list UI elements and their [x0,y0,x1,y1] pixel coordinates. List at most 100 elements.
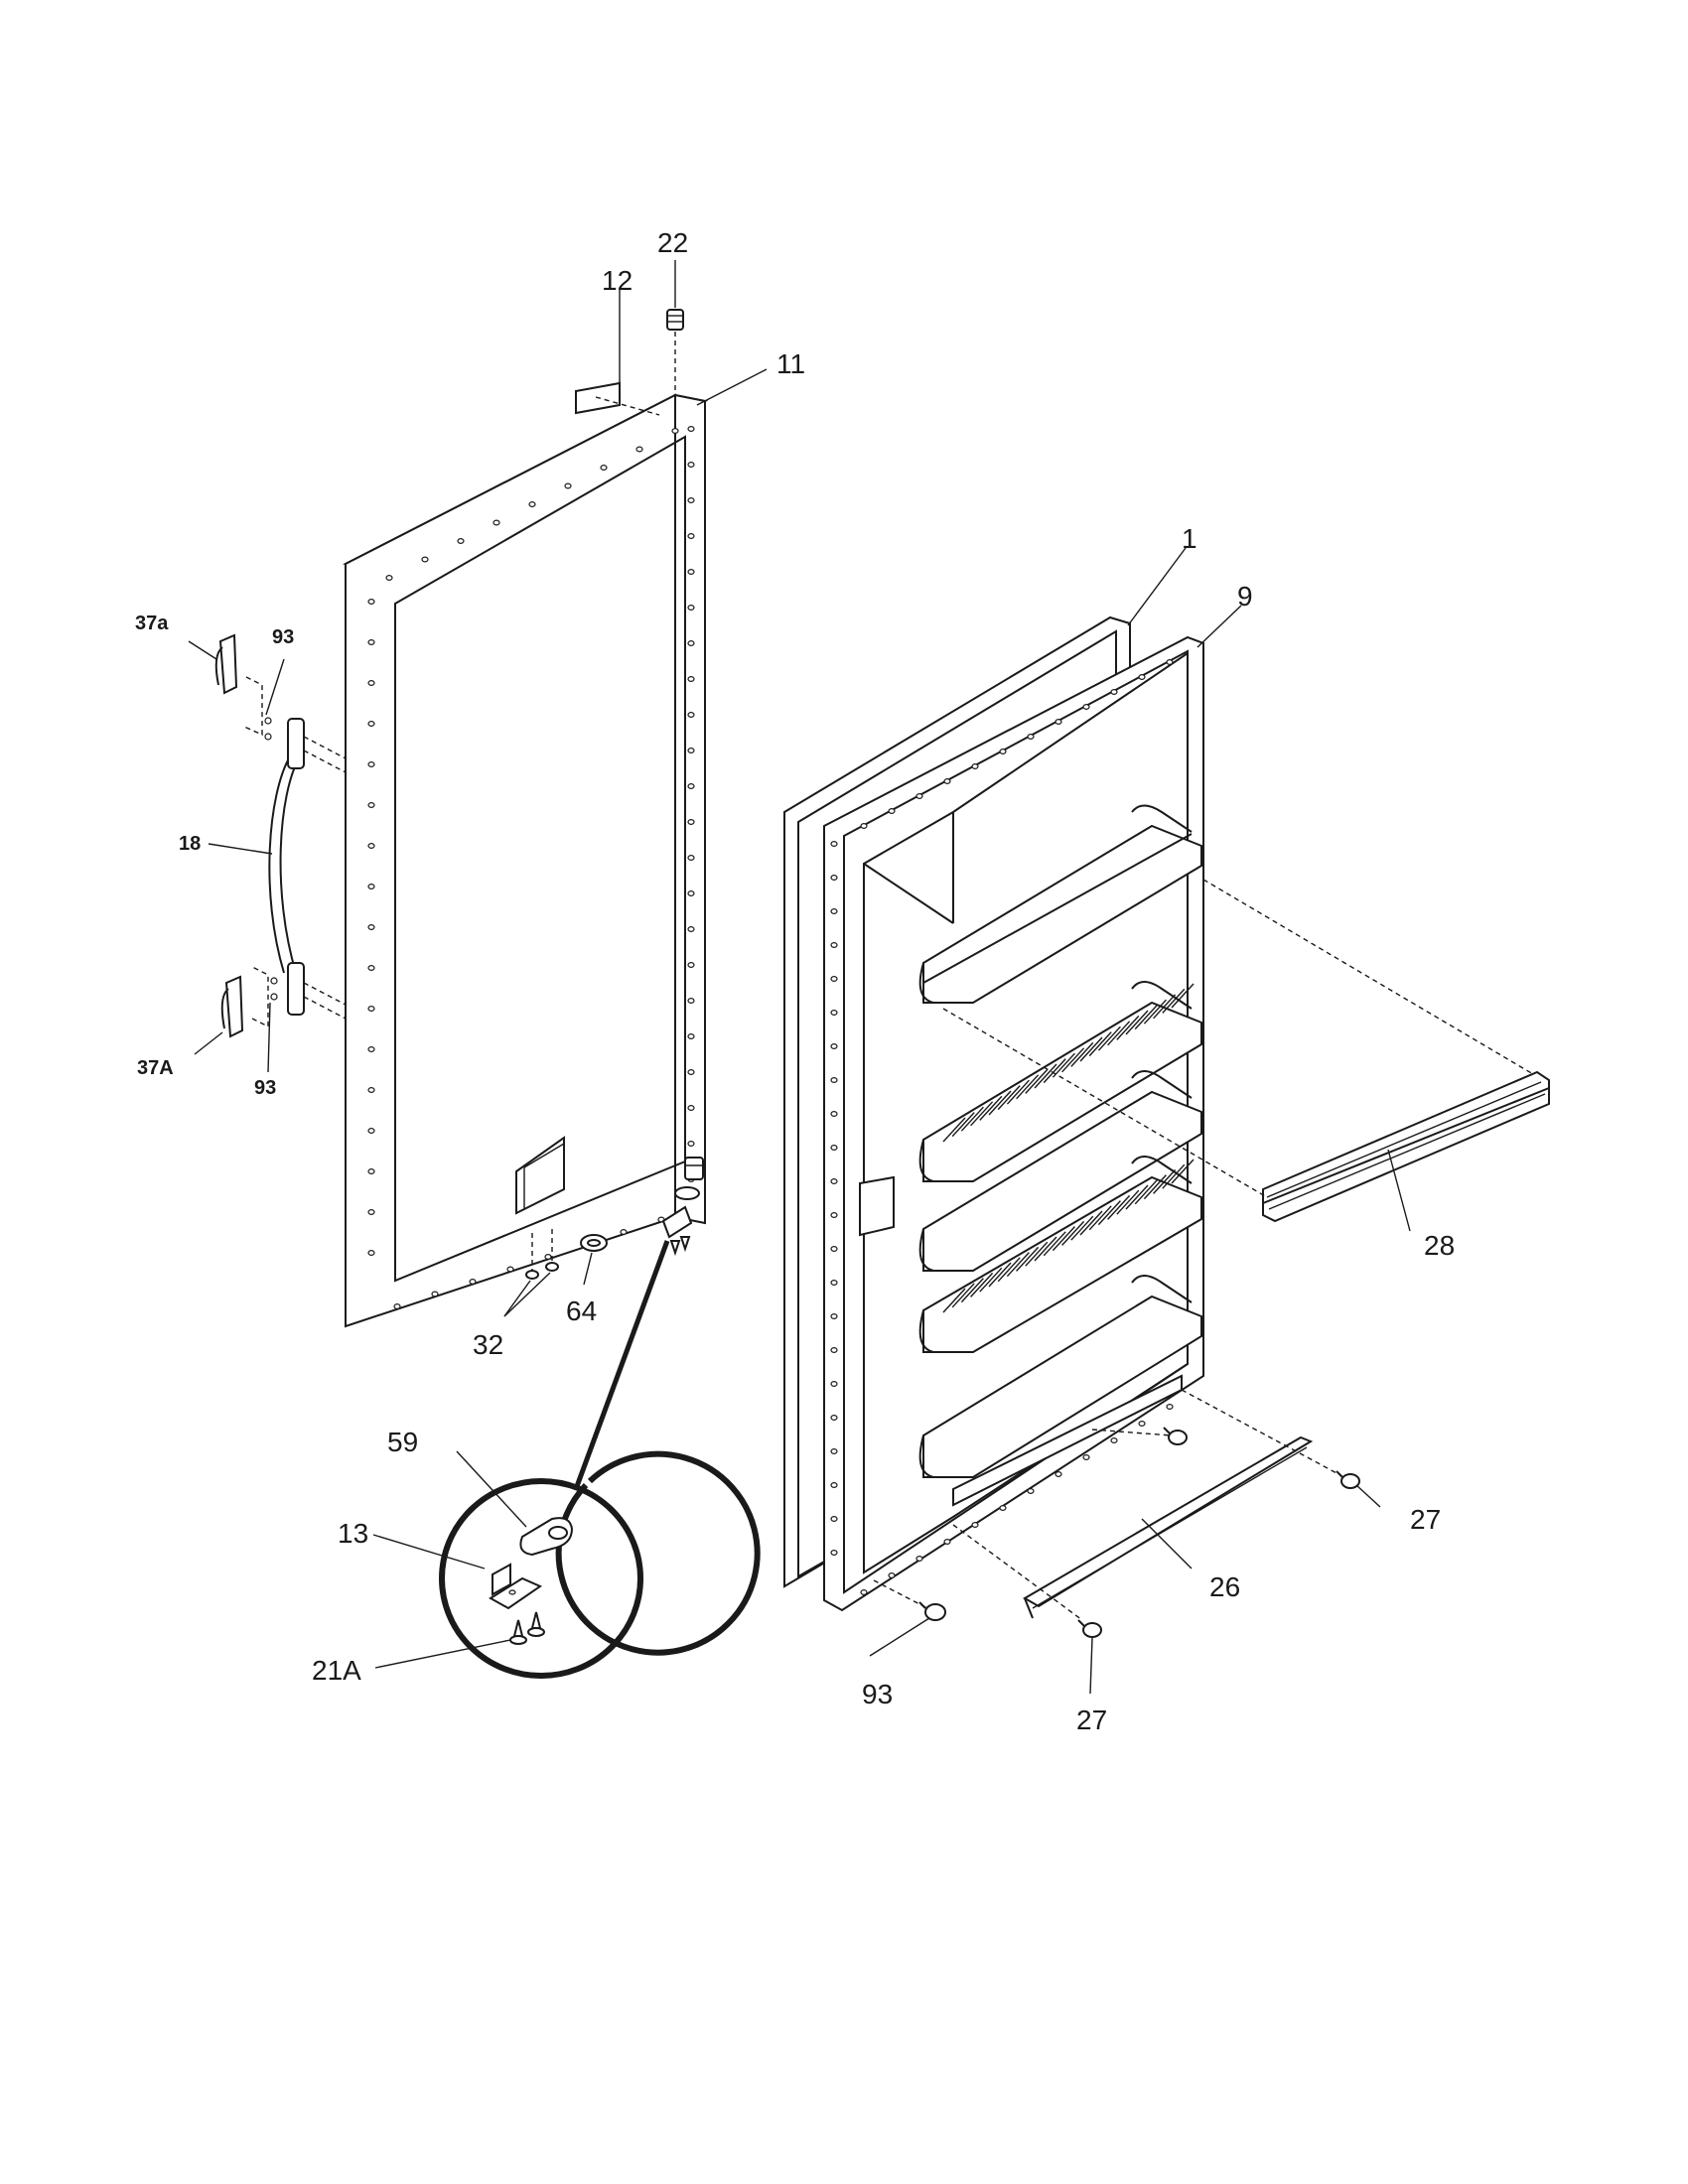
rack-slat [979,1095,1003,1121]
screw-hole [1138,1420,1146,1427]
screw-27-right [1336,1470,1360,1489]
screw-hole [367,1249,375,1256]
rack-slat [970,1101,994,1127]
rack-slat [1125,1010,1149,1035]
screw-hole [830,1346,838,1353]
screw-hole [830,1076,838,1083]
rack-slat [1016,1074,1040,1100]
screw-hole [421,556,429,563]
screw-hole [830,1279,838,1286]
screw-hole [1138,673,1146,680]
detail-view [439,1240,761,1679]
door-shelf-bottom [918,1275,1202,1478]
screw-hole [687,818,695,825]
lower-hinge-assembly [661,1157,704,1257]
rack-slat [1070,1041,1094,1067]
handle-dashed-guides [243,676,347,1028]
screw-hole [620,1228,628,1235]
rack-slat [942,1288,966,1313]
screw-hole [687,675,695,682]
screw-hole [367,1208,375,1215]
screw-hole [367,598,375,605]
rack-slat [1043,1058,1066,1084]
rack-slat [960,1278,984,1303]
screw-hole [393,1302,401,1309]
leader-lines [188,260,1411,1695]
screw-hole [1055,1470,1062,1477]
callout-64: 64 [566,1296,597,1326]
rack-slat [1079,1036,1103,1062]
rack-slat [997,1257,1021,1283]
screw-hole [687,961,695,968]
screw-hole [367,842,375,849]
screw-hole [1082,1453,1090,1460]
screw-hole [367,801,375,808]
door-shelf-upper [918,804,1202,1004]
rack-slat [1171,1159,1195,1184]
screw-hole [600,465,608,472]
handle-screws [264,717,278,1001]
screw-hole [564,482,572,489]
screw-hole [367,923,375,930]
bottom-rail [1022,1435,1314,1619]
screw-hole [687,854,695,861]
screw-hole [687,426,695,433]
rack-slat [1061,1220,1085,1246]
callout-32: 32 [473,1329,503,1360]
plugs-32 [525,1229,559,1280]
screw-hole [687,1032,695,1039]
screw-hole [830,1211,838,1218]
rack-slat [1070,1215,1094,1241]
callout-labels: 22 12 11 1 9 37a 93 18 37A 93 28 32 64 5… [135,227,1455,1735]
screw-hole [367,1086,375,1093]
screw-hole [687,1068,695,1075]
screw-hole [687,1104,695,1111]
door-label-12 [575,381,660,416]
screw-hole [943,1538,951,1545]
door-liner-screw-holes [830,658,1174,1595]
callout-37a: 37a [135,613,169,634]
screw-hole [830,1380,838,1387]
rack-slat [1097,1200,1121,1226]
screw-hole [830,1042,838,1049]
screw-hole [367,1005,375,1012]
screw-hole [1027,1487,1035,1494]
rack-slat [1097,1025,1121,1051]
rack-slat [1088,1205,1112,1231]
screw-hole [492,519,500,526]
rack-slat [1006,1079,1030,1105]
screw-hole [367,679,375,686]
callout-27-bottom: 27 [1076,1705,1107,1735]
screw-hole [671,428,679,435]
screw-hole [687,925,695,932]
callout-13: 13 [338,1518,368,1549]
screw-hole [943,777,951,784]
rack-slat [997,1085,1021,1111]
screw-hole [1027,733,1035,740]
rack-slat [1034,1063,1057,1089]
handle-end-cap-top [214,633,238,695]
screw-hole [860,1588,868,1595]
callout-26: 26 [1209,1571,1240,1602]
rack-slat [1034,1236,1057,1262]
screw-hole [915,1555,923,1562]
screw-hole [367,1045,375,1052]
screw-hole [687,568,695,575]
screw-hole [830,1144,838,1151]
screw-hole [367,964,375,971]
callout-21A: 21A [312,1655,361,1686]
screw-hole [830,1549,838,1556]
handle-end-cap-bottom [220,975,244,1038]
rack-slat [951,1283,975,1308]
assembly-dashed-lines [942,879,1534,1621]
screw-hole [367,883,375,889]
rack-slat [970,1272,994,1297]
rack-slat [1134,1005,1158,1030]
screw-hole [367,1167,375,1174]
screw-hole [367,720,375,727]
rack-slat [1088,1031,1112,1057]
door-shelf-rack-2 [918,1156,1202,1353]
screw-hole [830,1312,838,1319]
screw-hole [830,975,838,982]
rack-slat [960,1106,984,1132]
